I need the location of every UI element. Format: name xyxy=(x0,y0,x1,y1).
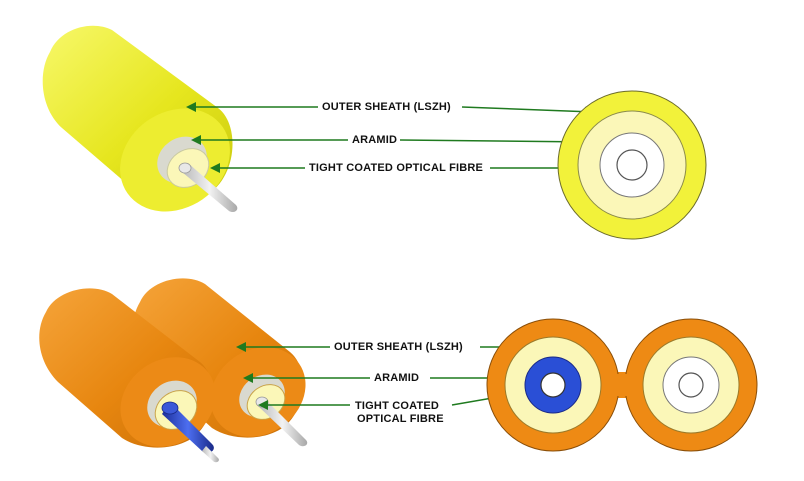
arrow-aramid-right xyxy=(399,136,594,147)
fibre-3d xyxy=(182,163,238,213)
fibre-core xyxy=(616,149,648,181)
top-leader-lines xyxy=(186,102,617,173)
label-fibre-top: TIGHT COATED OPTICAL FIBRE xyxy=(309,162,484,174)
fibre-front xyxy=(202,446,219,463)
label-fibre-bottom-1: TIGHT COATED xyxy=(355,400,440,412)
label-outer-sheath-bottom: OUTER SHEATH (LSZH) xyxy=(334,341,463,353)
label-outer-sheath-top: OUTER SHEATH (LSZH) xyxy=(322,101,451,113)
duplex-cable-3d xyxy=(39,278,308,463)
fibre-rear xyxy=(258,398,308,447)
label-aramid-top: ARAMID xyxy=(352,134,398,146)
label-aramid-bottom: ARAMID xyxy=(374,372,420,384)
arrow-sheath-right xyxy=(461,106,595,117)
simplex-cable-3d xyxy=(42,25,238,213)
fibre-core-right xyxy=(678,372,704,398)
fibre-core-left xyxy=(540,372,566,398)
blue-buffer-front xyxy=(162,402,214,453)
label-fibre-bottom-2: OPTICAL FIBRE xyxy=(357,413,444,425)
simplex-cross-section xyxy=(557,90,707,240)
duplex-cross-section xyxy=(486,318,758,452)
